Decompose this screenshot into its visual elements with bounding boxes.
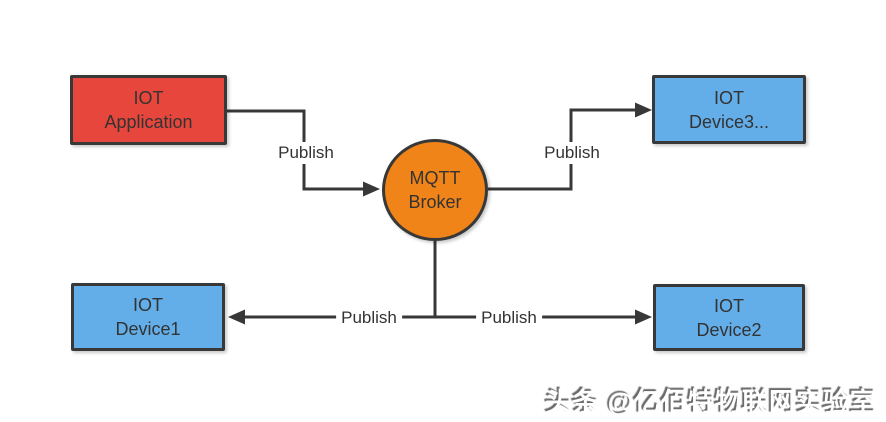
edge-label-app-to-broker: Publish <box>273 142 339 164</box>
node-iot-device1-line2: Device1 <box>115 319 181 339</box>
arrowhead-broker-to-device3 <box>635 102 652 118</box>
node-iot-device3-line1: IOT <box>714 87 744 108</box>
node-iot-application-line1: IOT <box>133 88 164 108</box>
node-iot-device1: IOT Device1 <box>71 283 225 351</box>
edge-label-broker-to-device1: Publish <box>336 307 402 329</box>
node-iot-device3-line2: Device3... <box>688 111 770 132</box>
node-mqtt-broker-line1: MQTT <box>409 168 461 188</box>
arrowhead-app-to-broker <box>363 181 380 197</box>
edge-label-broker-to-device2: Publish <box>476 307 542 329</box>
node-mqtt-broker-line2: Broker <box>408 192 462 212</box>
node-iot-device2-line1: IOT <box>714 295 744 316</box>
node-iot-device1-line1: IOT <box>133 295 163 315</box>
arrowhead-broker-to-device2 <box>635 309 652 325</box>
edge-label-broker-to-device3: Publish <box>539 142 605 164</box>
node-iot-application-line2: Application <box>104 112 193 132</box>
node-iot-application: IOT Application <box>70 75 227 145</box>
arrowhead-broker-to-device1 <box>228 309 245 325</box>
edge-broker-to-device1 <box>245 240 437 319</box>
node-iot-device2-line2: Device2 <box>696 319 762 340</box>
node-iot-device2: IOT Device2 <box>653 284 805 351</box>
toutiao-watermark: 头条 @亿佰特物联网实验室 <box>545 387 877 417</box>
node-iot-device3: IOT Device3... <box>652 75 806 144</box>
node-mqtt-broker: MQTT Broker <box>382 139 488 241</box>
